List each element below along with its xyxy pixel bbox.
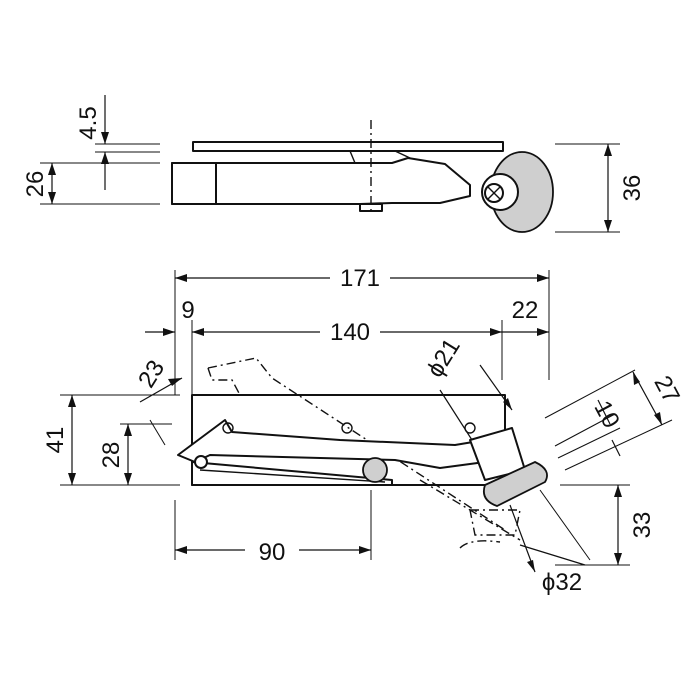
top-body <box>171 157 471 205</box>
dim-roller-width: 10 <box>588 396 624 432</box>
dim-swing-diameter: ϕ32 <box>542 569 582 596</box>
dim-base-length: 90 <box>259 539 286 566</box>
dims-left-vertical: 41 28 <box>42 394 180 486</box>
top-view <box>171 120 554 233</box>
dim-roller-height: 27 <box>648 371 684 407</box>
top-body-end <box>171 162 217 205</box>
dim-top-total: 36 <box>619 175 646 202</box>
dim-top-total-group: 36 <box>555 143 646 233</box>
dims-roller-angled: 27 10 <box>544 369 685 471</box>
dim-drop: 33 <box>629 512 656 539</box>
dim-angle-offset: 23 <box>133 356 170 393</box>
dim-offset-right: 22 <box>512 297 539 324</box>
dim-top-height: 26 <box>22 171 49 198</box>
dim-mount-length: 140 <box>330 319 370 346</box>
top-plate <box>192 141 504 152</box>
dim-offset-left: 9 <box>181 297 194 324</box>
dim-inner-height: 28 <box>98 442 125 469</box>
main-view <box>177 357 548 549</box>
dims-top-left: 4.5 26 <box>22 95 160 205</box>
dim-front-height: 41 <box>42 427 69 454</box>
pivot-nut <box>362 457 388 483</box>
dim-roller-diameter: ϕ21 <box>422 334 466 382</box>
dim-drop-group: 33 <box>555 484 656 566</box>
roller-main <box>482 461 548 507</box>
dim-overall-length: 171 <box>340 265 380 292</box>
dim-base-length-group: 90 <box>174 490 372 566</box>
dims-horizontal: 171 140 9 22 <box>145 262 550 395</box>
dim-swing-diameter-group: ϕ32 <box>509 489 591 596</box>
dim-top-gap: 4.5 <box>75 106 102 139</box>
